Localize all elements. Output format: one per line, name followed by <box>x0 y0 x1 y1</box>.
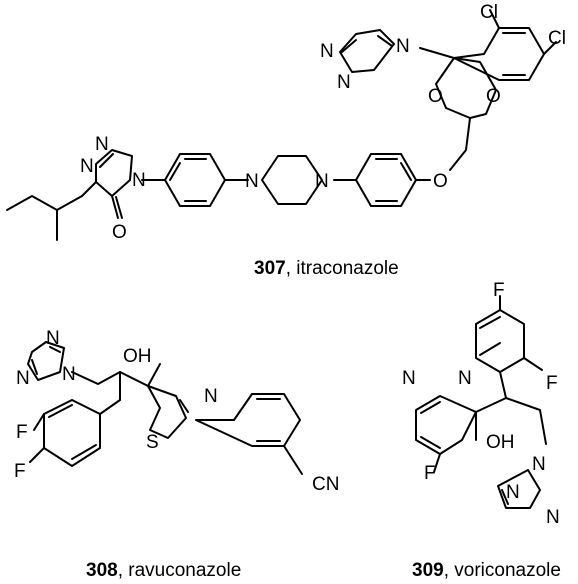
caption-309: 309, voriconazole <box>412 560 561 582</box>
atom-Cl: Cl <box>480 2 498 23</box>
atom-O: O <box>112 222 127 243</box>
caption-307: 307, itraconazole <box>254 258 399 280</box>
atom-N: N <box>396 36 410 57</box>
atom-N: N <box>16 368 30 389</box>
atom-O: O <box>433 171 448 192</box>
atom-N: N <box>132 170 146 191</box>
atom-F: F <box>14 461 26 482</box>
atom-CN: CN <box>312 474 339 495</box>
atom-N: N <box>204 386 218 407</box>
atom-N: N <box>62 364 76 385</box>
atom-N: N <box>245 171 259 192</box>
atom-N: N <box>458 368 472 389</box>
caption-308: 308, ravuconazole <box>86 560 241 582</box>
atom-N: N <box>315 171 329 192</box>
molecule-309 <box>415 295 547 509</box>
molecule-307 <box>6 9 557 241</box>
atom-OH: OH <box>486 432 515 453</box>
atom-N: N <box>402 368 416 389</box>
atom-N: N <box>546 507 560 528</box>
compound-name: itraconazole <box>296 258 399 279</box>
atom-N: N <box>320 41 334 62</box>
atom-Cl: Cl <box>548 28 566 49</box>
atom-N: N <box>46 328 60 349</box>
atom-N: N <box>95 134 109 155</box>
atom-F: F <box>424 463 436 484</box>
atom-N: N <box>80 156 94 177</box>
atom-O: O <box>486 86 501 107</box>
atom-N: N <box>506 482 520 503</box>
compound-name: voriconazole <box>454 560 561 581</box>
atom-S: S <box>146 432 159 453</box>
atom-F: F <box>546 373 558 394</box>
atom-F: F <box>16 422 28 443</box>
atom-OH: OH <box>123 346 152 367</box>
compound-number: 308 <box>86 560 118 581</box>
molecule-308 <box>27 341 303 475</box>
atom-N: N <box>532 454 546 475</box>
atom-F: F <box>493 280 505 301</box>
compound-number: 307 <box>254 258 286 279</box>
caption-separator: , <box>117 560 129 581</box>
caption-separator: , <box>285 258 297 279</box>
atom-N: N <box>337 72 351 93</box>
compound-number: 309 <box>412 560 444 581</box>
caption-separator: , <box>443 560 455 581</box>
atom-O: O <box>428 86 443 107</box>
compound-name: ravuconazole <box>128 560 242 581</box>
